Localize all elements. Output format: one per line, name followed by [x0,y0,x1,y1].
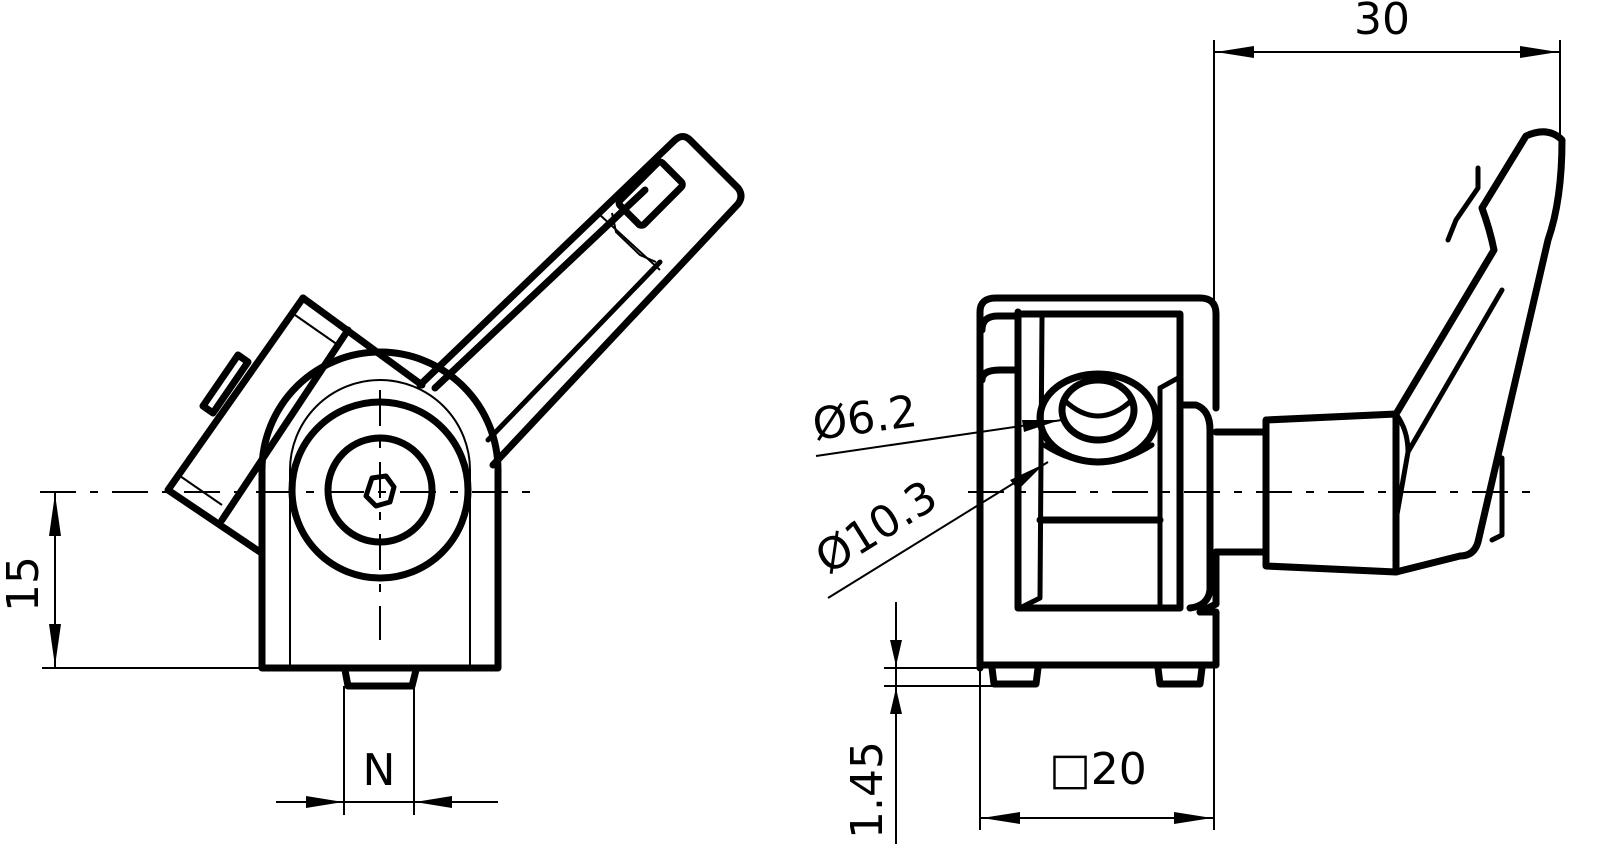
block-tab [199,351,252,417]
housing-outline [258,348,502,672]
lever-handle [1392,128,1566,576]
foot-left [988,664,1042,688]
lever-arm-inner-line-2 [485,259,663,443]
bottom-nut [341,666,420,690]
angled-block-side [164,294,307,556]
body-outline [976,294,1220,672]
angled-block-top [299,294,426,389]
inner-frame [1014,308,1184,612]
dim-offset-1-45: 1.45 [842,741,893,839]
dim-height-15: 15 [0,556,49,612]
dim-slot-N: N [363,745,396,796]
lever-slot [615,158,686,229]
lever-arm-outline [416,133,745,469]
side-view: 15 N [0,133,745,815]
dim-width-30: 30 [1354,0,1410,45]
inner-bore-front [1058,376,1138,444]
front-view: 30 Ø6.2 Ø10.3 1.45 □20 [807,0,1566,844]
hex-socket-icon [363,473,397,509]
foot-right [1154,664,1206,688]
dim-square-20: □20 [1049,744,1147,795]
dim-diameter-6-2: Ø6.2 [809,386,920,451]
shaft [1212,428,1270,556]
